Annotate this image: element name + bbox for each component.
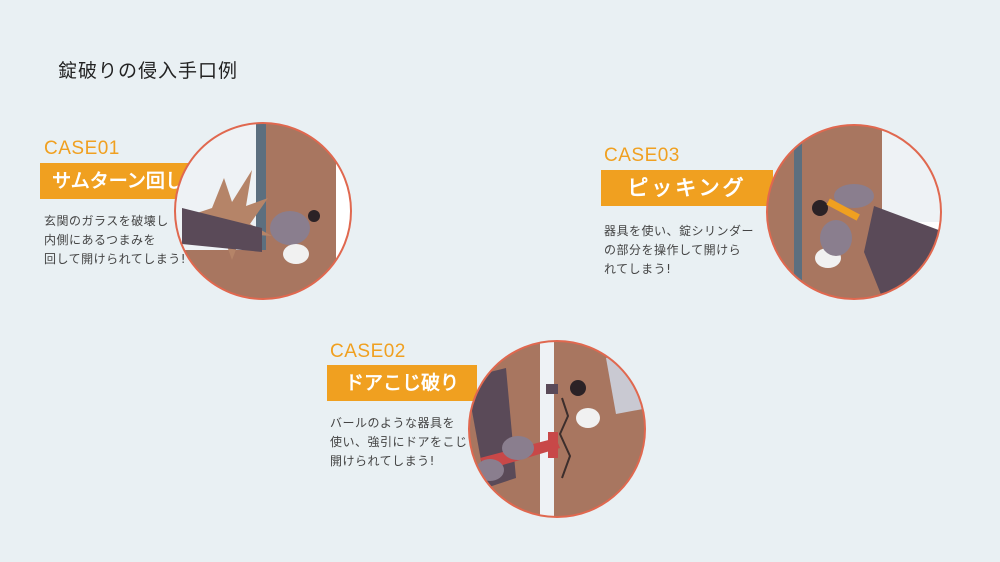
- door: [554, 341, 645, 517]
- case03-description-line: 器具を使い、錠シリンダー: [604, 224, 755, 238]
- case02-illustration: [468, 340, 646, 518]
- case02-description-line: 使い、強引にドアをこじ: [330, 435, 468, 449]
- window-frame: [256, 123, 266, 299]
- case01-title: サムターン回し: [40, 163, 196, 199]
- case03-illustration: [766, 124, 942, 300]
- thumb-turn-icon: [308, 210, 320, 222]
- case03-description: 器具を使い、錠シリンダー の部分を操作して開けら れてしまう!: [604, 222, 754, 279]
- door-gap: [540, 341, 554, 517]
- case03-description-line: の部分を操作して開けら: [604, 243, 742, 257]
- case03-title: ピッキング: [601, 170, 773, 206]
- case01-description-line: 玄関のガラスを破壊し: [44, 214, 169, 228]
- case03-label: CASE03: [604, 145, 680, 166]
- lower-glove-hand: [820, 220, 852, 256]
- glove-hand: [502, 436, 534, 460]
- case01-description-line: 回して開けられてしまう!: [44, 252, 187, 266]
- case02-description: バールのような器具を 使い、強引にドアをこじ 開けられてしまう!: [330, 414, 468, 471]
- lock-cylinder-icon: [570, 380, 586, 396]
- window-glass: [882, 125, 941, 222]
- case02-label: CASE02: [330, 341, 406, 362]
- door-knob: [283, 244, 309, 264]
- case01-label: CASE01: [44, 138, 120, 159]
- case02-title: ドアこじ破り: [327, 365, 477, 401]
- door-knob: [576, 408, 600, 428]
- page-title: 錠破りの侵入手口例: [58, 60, 239, 82]
- crack-line: [558, 397, 572, 479]
- sleeve: [182, 208, 262, 252]
- case01-description-line: 内側にあるつまみを: [44, 233, 157, 247]
- lock-cylinder-icon: [812, 200, 828, 216]
- lock-pick-icon: [826, 198, 860, 221]
- case02-description-line: バールのような器具を: [330, 416, 456, 430]
- door: [266, 123, 336, 299]
- case01-description: 玄関のガラスを破壊し 内側にあるつまみを 回して開けられてしまう!: [44, 212, 186, 269]
- case01-illustration: [174, 122, 352, 300]
- case02-description-line: 開けられてしまう!: [330, 454, 435, 468]
- upper-glove-hand: [834, 184, 874, 208]
- case03-description-line: れてしまう!: [604, 262, 672, 276]
- door-frame: [794, 125, 802, 299]
- glove-hand: [270, 211, 310, 245]
